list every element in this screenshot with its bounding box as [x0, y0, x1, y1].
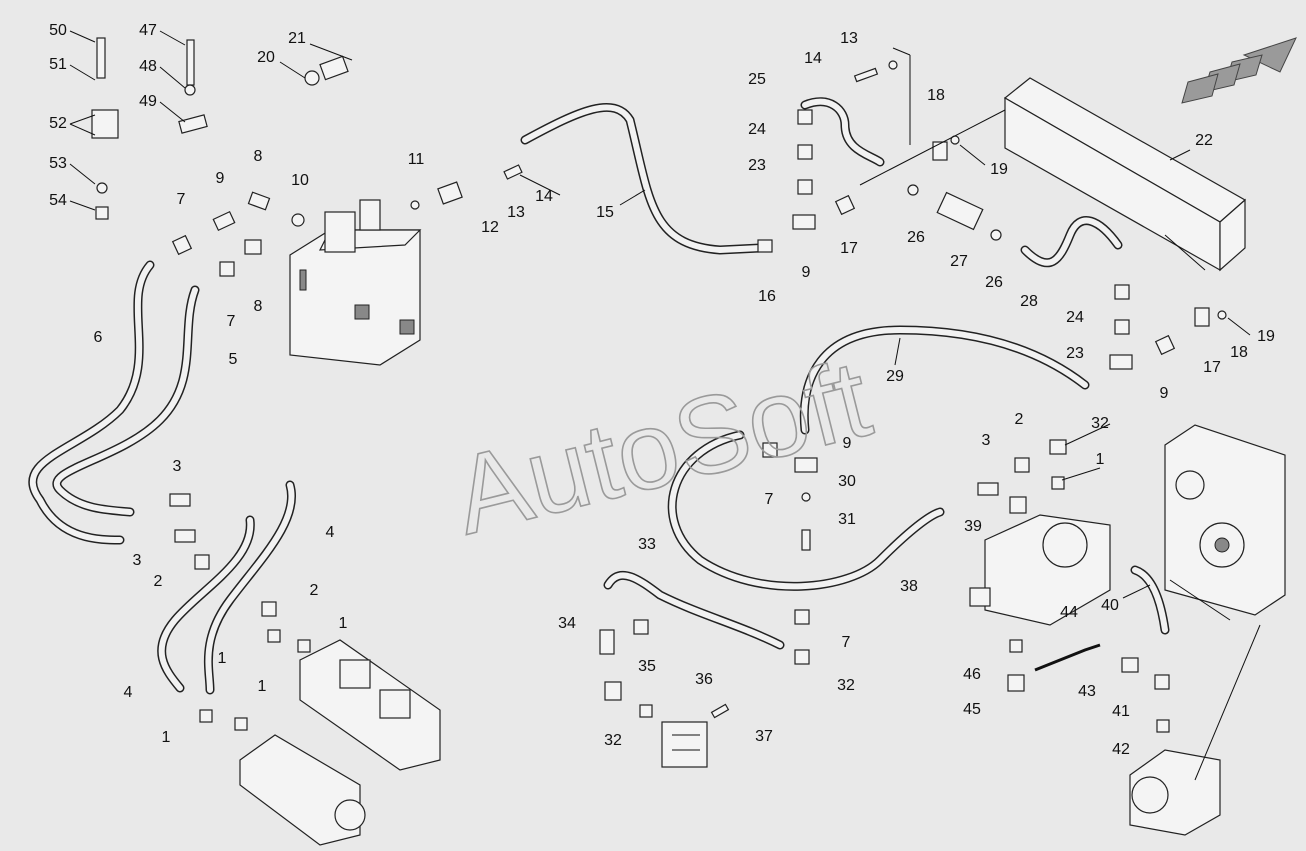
part-callout-29: 29	[886, 368, 904, 385]
part-callout-32: 32	[604, 732, 622, 749]
part-callout-13: 13	[507, 204, 525, 221]
part-callout-23: 23	[748, 157, 766, 174]
part-callout-14: 14	[804, 50, 822, 67]
part-callout-18: 18	[1230, 344, 1248, 361]
part-callout-19: 19	[1257, 328, 1275, 345]
part-callout-3: 3	[133, 552, 142, 569]
part-callout-23: 23	[1066, 345, 1084, 362]
part-callout-44: 44	[1060, 604, 1078, 621]
part-callout-36: 36	[695, 671, 713, 688]
part-callout-34: 34	[558, 615, 576, 632]
direction-arrow-icon	[1181, 37, 1297, 104]
part-callout-21: 21	[288, 30, 306, 47]
part-callout-4: 4	[326, 524, 335, 541]
part-callout-33: 33	[638, 536, 656, 553]
part-callout-26: 26	[985, 274, 1003, 291]
part-callout-9: 9	[843, 435, 852, 452]
part-callout-47: 47	[139, 22, 157, 39]
part-callout-4: 4	[124, 684, 133, 701]
part-callout-50: 50	[49, 22, 67, 39]
hoses	[28, 97, 1170, 695]
part-callout-41: 41	[1112, 703, 1130, 720]
part-callout-40: 40	[1101, 597, 1119, 614]
part-callout-6: 6	[94, 329, 103, 346]
part-callout-1: 1	[162, 729, 171, 746]
part-callout-46: 46	[963, 666, 981, 683]
part-callout-3: 3	[982, 432, 991, 449]
part-callout-24: 24	[748, 121, 766, 138]
part-callout-37: 37	[755, 728, 773, 745]
part-callout-32: 32	[837, 677, 855, 694]
callout-numbers: 5051525354474849212089710111413121578651…	[49, 22, 1275, 758]
part-callout-48: 48	[139, 58, 157, 75]
part-callout-1: 1	[339, 615, 348, 632]
part-callout-16: 16	[758, 288, 776, 305]
part-callout-8: 8	[254, 298, 263, 315]
part-callout-13: 13	[840, 30, 858, 47]
part-callout-12: 12	[481, 219, 499, 236]
part-callout-25: 25	[748, 71, 766, 88]
part-callout-28: 28	[1020, 293, 1038, 310]
part-callout-26: 26	[907, 229, 925, 246]
part-callout-45: 45	[963, 701, 981, 718]
part-callout-42: 42	[1112, 741, 1130, 758]
oil-cooler	[1003, 77, 1247, 272]
part-callout-22: 22	[1195, 132, 1213, 149]
part-callout-7: 7	[765, 491, 774, 508]
part-callout-1: 1	[218, 650, 227, 667]
part-callout-7: 7	[177, 191, 186, 208]
part-callout-49: 49	[139, 93, 157, 110]
part-callout-9: 9	[1160, 385, 1169, 402]
part-callout-2: 2	[310, 582, 319, 599]
part-callout-1: 1	[258, 678, 267, 695]
part-callout-3: 3	[173, 458, 182, 475]
part-callout-15: 15	[596, 204, 614, 221]
part-callout-7: 7	[842, 634, 851, 651]
valve-block	[289, 199, 422, 366]
watermark-text: AutoSoft	[442, 337, 881, 558]
control-valve-lower	[239, 734, 366, 846]
part-callout-7: 7	[227, 313, 236, 330]
part-callout-19: 19	[990, 161, 1008, 178]
part-callout-52: 52	[49, 115, 67, 132]
junction-block	[661, 721, 708, 768]
part-callout-11: 11	[408, 151, 425, 168]
part-callout-9: 9	[802, 264, 811, 281]
part-callout-8: 8	[254, 148, 263, 165]
control-valve-upper	[299, 639, 441, 771]
leader-lines	[69, 30, 1261, 781]
part-callout-2: 2	[154, 573, 163, 590]
part-callout-54: 54	[49, 192, 67, 209]
part-callout-39: 39	[964, 518, 982, 535]
part-callout-9: 9	[216, 170, 225, 187]
part-callout-2: 2	[1015, 411, 1024, 428]
part-callout-30: 30	[838, 473, 856, 490]
hydraulic-motor	[1129, 749, 1221, 836]
part-callout-10: 10	[291, 172, 309, 189]
part-callout-14: 14	[535, 188, 553, 205]
part-callout-5: 5	[229, 351, 238, 368]
part-callout-43: 43	[1078, 683, 1096, 700]
part-callout-1: 1	[1096, 451, 1105, 468]
part-callout-53: 53	[49, 155, 67, 172]
part-callout-32: 32	[1091, 415, 1109, 432]
part-callout-27: 27	[950, 253, 968, 270]
gearbox-housing	[1164, 424, 1286, 616]
part-callout-31: 31	[838, 511, 856, 528]
part-callout-51: 51	[49, 56, 67, 73]
part-callout-24: 24	[1066, 309, 1084, 326]
part-callout-20: 20	[257, 49, 275, 66]
part-callout-17: 17	[840, 240, 858, 257]
part-callout-35: 35	[638, 658, 656, 675]
hydraulic-pump	[969, 514, 1111, 626]
part-callout-18: 18	[927, 87, 945, 104]
fittings	[91, 37, 1227, 733]
part-callout-38: 38	[900, 578, 918, 595]
part-callout-17: 17	[1203, 359, 1221, 376]
